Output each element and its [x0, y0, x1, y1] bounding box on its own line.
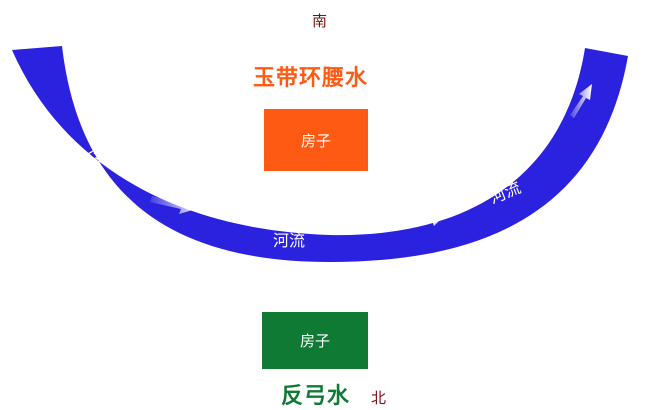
flow-arrow-middle	[390, 212, 446, 230]
bottom-scene-title: 反弓水	[281, 384, 351, 409]
river-label-center: 河流	[273, 231, 305, 250]
house-bottom: 房子	[262, 312, 368, 369]
house-top-label: 房子	[300, 131, 331, 150]
top-scene-title: 玉带环腰水	[253, 66, 369, 91]
compass-south: 南	[312, 12, 328, 30]
flow-arrow-left	[150, 196, 196, 214]
compass-north: 北	[371, 389, 387, 407]
flow-arrow-right	[570, 84, 592, 118]
house-top: 房子	[264, 109, 368, 171]
river-band	[12, 46, 628, 262]
house-bottom-label: 房子	[299, 332, 330, 350]
